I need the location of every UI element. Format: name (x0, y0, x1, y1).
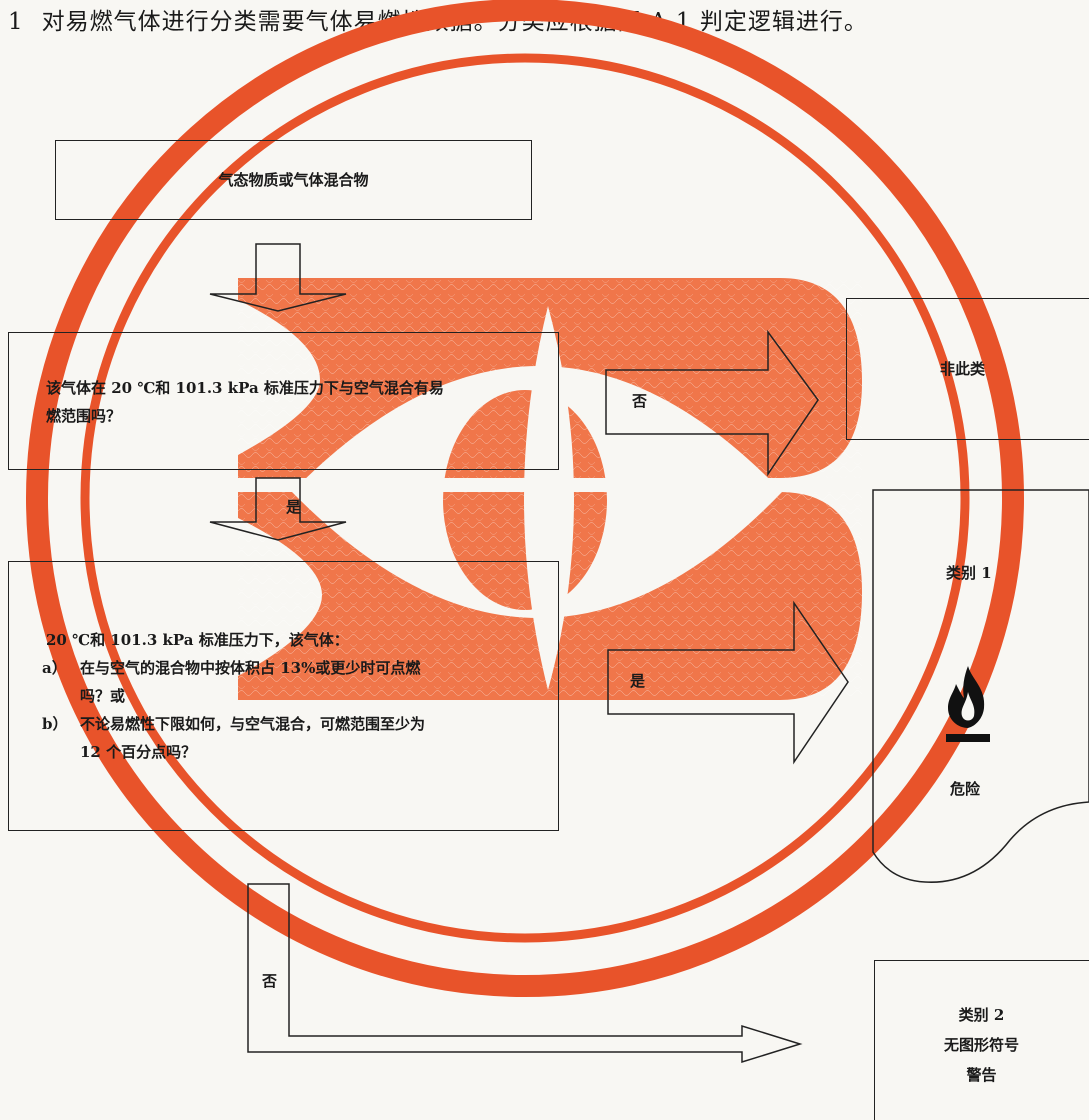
item-b-line1: 不论易燃性下限如何，与空气混合，可燃范围至少为 (80, 715, 426, 733)
question2-text: 20 ℃和 101.3 kPa 标准压力下，该气体： a） 在与空气的混合物中按… (42, 626, 546, 766)
arrow-right-yes (607, 600, 849, 765)
arrow-label-q2-yes: 是 (630, 672, 646, 690)
start-box (55, 140, 532, 220)
question2-item-a: a） 在与空气的混合物中按体积占 13%或更少时可点燃 吗？或 (42, 654, 546, 710)
question2-intro: 20 ℃和 101.3 kPa 标准压力下，该气体： (46, 631, 349, 649)
flame-icon (946, 666, 990, 742)
question1-text: 该气体在 20 ℃和 101.3 kPa 标准压力下与空气混合有易 燃范围吗？ (46, 374, 546, 430)
category1-signal-word: 危险 (950, 780, 981, 798)
watermark-logo (238, 278, 862, 700)
category1-title: 类别 1 (946, 564, 992, 582)
result-not-class-box (846, 298, 1089, 440)
question1-line2: 燃范围吗？ (46, 407, 122, 425)
item-b-marker: b） (42, 715, 68, 733)
question2-box (8, 561, 559, 831)
item-a-line1: 在与空气的混合物中按体积占 13%或更少时可点燃 (80, 659, 421, 677)
arrow-label-q1-no: 否 (632, 392, 648, 410)
category2-signal-word: 警告 (966, 1066, 997, 1084)
paragraph-number: 1 (8, 9, 24, 35)
stamp-outer-ring (26, 0, 1024, 997)
category2-title: 类别 2 (958, 1006, 1005, 1024)
start-box-label: 气态物质或气体混合物 (218, 171, 369, 189)
stamp-inner-ring (80, 53, 970, 943)
arrow-label-q1-yes: 是 (286, 498, 302, 516)
arrow-down-1 (209, 243, 347, 312)
category2-box (874, 960, 1089, 1120)
question1-box (8, 332, 559, 470)
category2-text: 类别 2 无图形符号 警告 (874, 1000, 1089, 1090)
arrow-down-2 (209, 477, 347, 541)
result-not-class-label: 非此类 (940, 360, 986, 378)
arrow-right-no (605, 329, 819, 477)
question1-line1: 该气体在 20 ℃和 101.3 kPa 标准压力下与空气混合有易 (46, 379, 444, 397)
item-a-marker: a） (42, 659, 67, 677)
category1-box (872, 489, 1089, 883)
category2-symbol: 无图形符号 (943, 1036, 1019, 1054)
arrow-label-q2-no: 否 (262, 972, 278, 990)
arrow-l-no (247, 883, 803, 1064)
item-b-line2: 12 个百分点吗？ (80, 743, 197, 761)
item-a-line2: 吗？或 (80, 687, 126, 705)
question2-item-b: b） 不论易燃性下限如何，与空气混合，可燃范围至少为 12 个百分点吗？ (42, 710, 546, 766)
